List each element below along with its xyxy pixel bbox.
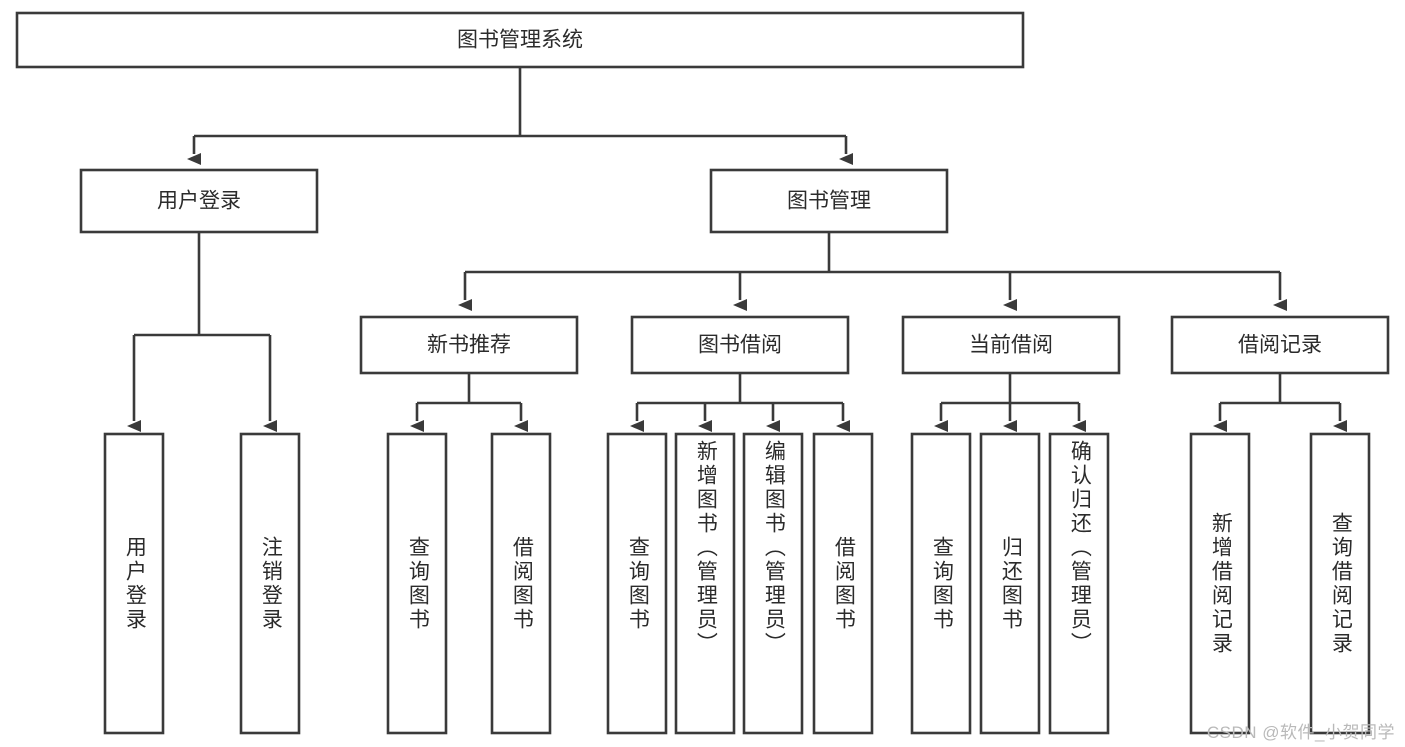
node-user-login-label: 用户登录	[157, 190, 241, 213]
connector-record-to-leaves	[1213, 373, 1347, 432]
leaf-box-add-book[interactable]	[674, 432, 736, 735]
node-current-borrow[interactable]: 当前借阅	[901, 315, 1121, 375]
leaf-box-add-record[interactable]	[1189, 432, 1251, 735]
connector-userlogin-to-leaves	[127, 232, 277, 432]
leaf-box-borrow-book-2[interactable]	[812, 432, 874, 735]
leaf-box-query-book-1[interactable]	[386, 432, 448, 735]
leaf-box-borrow-book-1[interactable]	[490, 432, 552, 735]
node-user-login[interactable]: 用户登录	[79, 168, 319, 234]
connector-current-to-leaves	[934, 373, 1086, 432]
leaf-box-logout[interactable]	[239, 432, 301, 735]
leaf-box-query-book-2[interactable]	[606, 432, 668, 735]
node-borrow-record-label: 借阅记录	[1238, 334, 1322, 357]
node-root-label: 图书管理系统	[457, 29, 583, 52]
connector-newbook-to-leaves	[410, 373, 528, 432]
leaf-box-return-book[interactable]	[979, 432, 1041, 735]
leaf-box-user-login[interactable]	[103, 432, 165, 735]
watermark-text: CSDN @软件_小贺同学	[1206, 723, 1395, 742]
leaf-box-confirm-return[interactable]	[1048, 432, 1110, 735]
node-book-management-label: 图书管理	[787, 190, 871, 213]
node-root[interactable]: 图书管理系统	[15, 11, 1025, 69]
leaf-box-query-record[interactable]	[1309, 432, 1371, 735]
node-book-borrow[interactable]: 图书借阅	[630, 315, 850, 375]
connector-bookmgmt-to-level3	[458, 232, 1287, 311]
connector-borrow-to-leaves	[630, 373, 850, 432]
node-new-book-recommend-label: 新书推荐	[427, 334, 511, 357]
leaf-box-edit-book[interactable]	[742, 432, 804, 735]
node-book-management[interactable]: 图书管理	[709, 168, 949, 234]
node-book-borrow-label: 图书借阅	[698, 334, 782, 357]
leaf-box-query-book-3[interactable]	[910, 432, 972, 735]
node-new-book-recommend[interactable]: 新书推荐	[359, 315, 579, 375]
node-current-borrow-label: 当前借阅	[969, 334, 1053, 357]
connector-root-to-level2	[187, 67, 853, 165]
node-borrow-record[interactable]: 借阅记录	[1170, 315, 1390, 375]
